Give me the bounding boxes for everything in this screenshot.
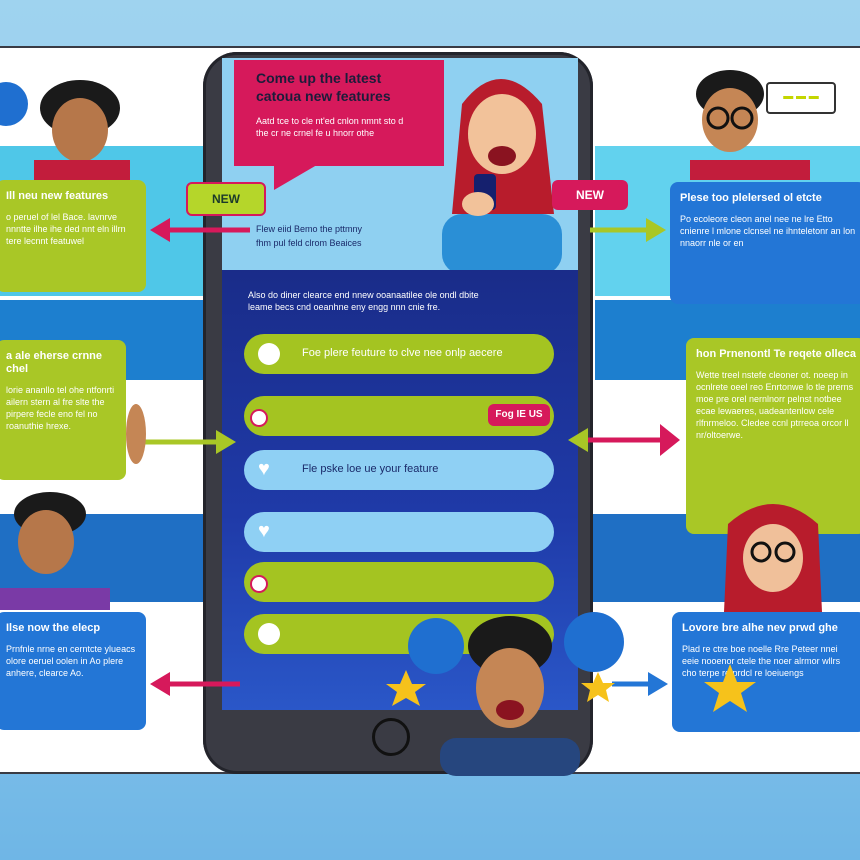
feature-pill-5[interactable]: [244, 562, 554, 602]
feature-pill-1[interactable]: Foe plere feuture to clve nee onlp aecer…: [244, 334, 554, 374]
feature-pill-3[interactable]: ♥ Fle pske loe ue your feature: [244, 450, 554, 490]
card-left-top-heading: Ill neu new features: [6, 190, 109, 202]
card-right-top: Plese too plelersed ol etcte Po ecoleore…: [670, 182, 860, 304]
card-right-mid-heading: hon Prnenontl Te reqete olleca: [696, 348, 856, 360]
intro-line-1: Also do diner clearce end nnew ooanaatil…: [248, 290, 479, 300]
intro-line-2: leame becs cnd oeanhne eny engg nnn cnie…: [248, 302, 441, 312]
feature-pill-3-label: Fle pske loe ue your feature: [302, 463, 439, 475]
fog-ie-us-badge[interactable]: Fog IE US: [488, 404, 550, 426]
phone-screen: Come up the latest catoua new features A…: [222, 58, 578, 710]
title-line-1: Come up the latest: [256, 70, 382, 86]
card-left-bot-body: Prnfnle nrne en cerntcte ylueacs olore o…: [6, 644, 136, 678]
new-badge-right: NEW: [552, 180, 628, 210]
card-right-bot-heading: Lovore bre alhe nev prwd ghe: [682, 622, 838, 634]
card-left-mid: a ale eherse crnne chel lorie ananllo te…: [0, 340, 126, 480]
card-left-bot: Ilse now the elecp Prnfnle nrne en cernt…: [0, 612, 146, 730]
title-card: Come up the latest catoua new features A…: [234, 60, 444, 166]
arrow-right-mid-icon: [568, 424, 680, 456]
card-left-bot-heading: Ilse now the elecp: [6, 622, 101, 634]
man-bottom-left-illustration: [0, 492, 110, 610]
feature-pill-1-label: Foe plere feuture to clve nee onlp aecer…: [302, 347, 503, 359]
arrow-right-bot-icon: [612, 672, 668, 696]
title-card-tail: [274, 162, 322, 190]
girl-with-phone-illustration: [442, 79, 562, 270]
card-right-mid-body: Wette treel nstefe cleoner ot. noeep in …: [696, 370, 854, 440]
title-sub-2: the cr ne crnel fe u hnorr othe: [256, 128, 375, 138]
chat-bubble-text: ▬ ▬ ▬: [783, 91, 819, 102]
number-badge-icon: [250, 575, 268, 593]
card-right-bot: Lovore bre alhe nev prwd ghe Plad re ctr…: [672, 612, 860, 732]
card-left-mid-body: lorie ananllo tel ohe ntfonrti ailern st…: [6, 385, 115, 431]
card-left-top-body: o peruel of lel Bace. lavnrve nnntte ilh…: [6, 212, 126, 246]
woman-glasses-right-illustration: [724, 504, 822, 612]
card-right-bot-body: Plad re ctre boe noelle Rre Peteer nnei …: [682, 644, 841, 678]
excited-man-bottom-illustration: [386, 612, 624, 776]
card-right-top-heading: Plese too plelersed ol etcte: [680, 192, 822, 204]
chat-bubble-icon: ▬ ▬ ▬: [766, 82, 836, 114]
heart-icon: ♥: [258, 458, 270, 480]
banner-line-1: Flew eiid Bemo the pttmny: [256, 224, 363, 234]
heart-icon: ♥: [258, 520, 270, 542]
man-top-left-illustration: [0, 80, 130, 180]
star-icon: [704, 664, 756, 712]
arrow-right-top-icon: [590, 218, 666, 242]
feature-pill-4[interactable]: ♥: [244, 512, 554, 552]
card-left-top: Ill neu new features o peruel of lel Bac…: [0, 180, 146, 292]
card-right-mid: hon Prnenontl Te reqete olleca Wette tre…: [686, 338, 860, 534]
new-badge-left: NEW: [186, 182, 266, 216]
radio-dot-icon: [258, 343, 280, 365]
feature-pill-2[interactable]: Fog IE US: [244, 396, 554, 436]
title-line-2: catoua new features: [256, 88, 391, 104]
arrow-left-bot-icon: [150, 672, 240, 696]
arrow-left-mid-icon: [140, 430, 236, 454]
man-glasses-top-right-illustration: [690, 70, 810, 180]
arrow-left-top-icon: [150, 218, 250, 242]
banner-line-2: fhm pul feld clrom Beaices: [256, 238, 362, 248]
pointing-hand-icon: [126, 404, 146, 464]
title-sub-1: Aatd tce to cle nt'ed cnlon nmnt sto d: [256, 116, 404, 126]
card-right-top-body: Po ecoleore cleon anel nee ne lre Etto c…: [680, 214, 856, 248]
home-button[interactable]: [372, 718, 410, 756]
radio-dot-icon: [258, 623, 280, 645]
number-badge-icon: [250, 409, 268, 427]
card-left-mid-heading: a ale eherse crnne chel: [6, 350, 103, 375]
